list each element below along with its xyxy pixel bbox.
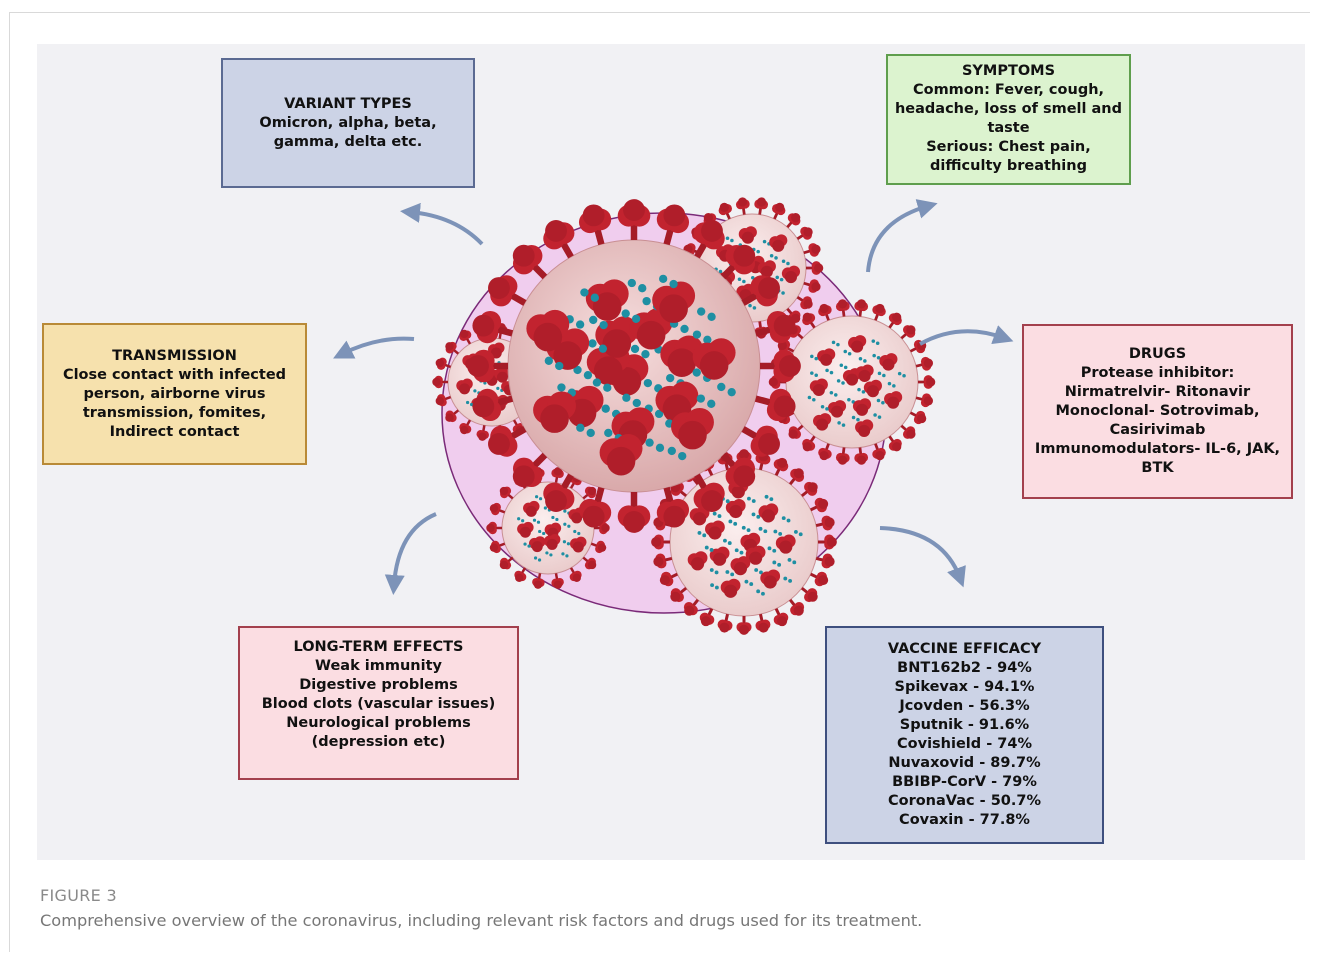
symptoms-title: SYMPTOMS [961, 62, 1056, 79]
symptoms-line: Serious: Chest pain, [926, 138, 1091, 155]
vaccine-efficacy-line: Spikevax - 94.1% [894, 679, 1035, 695]
vaccine-efficacy-line: BNT162b2 - 94% [897, 660, 1032, 676]
long-term-effects-line: (depression etc) [311, 734, 446, 750]
vaccine-efficacy-title: VACCINE EFFICACY [887, 641, 1042, 657]
transmission-line: transmission, fomites, [82, 404, 267, 421]
long-term-effects-title: LONG-TERM EFFECTS [293, 639, 464, 655]
vaccine-efficacy-line: Nuvaxovid - 89.7% [888, 755, 1041, 771]
figure-label: FIGURE 3 [40, 886, 117, 905]
arrow-to-symptoms [866, 199, 938, 273]
figure-frame-top [9, 12, 1310, 13]
arrow-to-drugs [919, 325, 1014, 346]
main-virus [467, 199, 801, 533]
long-term-effects-line: Weak immunity [315, 658, 442, 674]
arrows-group [333, 199, 1014, 595]
transmission-title: TRANSMISSION [112, 347, 237, 364]
drugs-line: Nirmatrelvir- Ritonavir [1064, 384, 1251, 400]
long-term-effects-box: LONG-TERM EFFECTS Weak immunity Digestiv… [238, 626, 519, 780]
drugs-title: DRUGS [1128, 346, 1187, 362]
vaccine-efficacy-line: Jcovden - 56.3% [899, 698, 1030, 714]
drugs-line: Protease inhibitor: [1080, 365, 1235, 381]
vaccine-efficacy-line: Covaxin - 77.8% [899, 812, 1030, 828]
long-term-effects-line: Neurological problems [286, 715, 471, 731]
transmission-box: TRANSMISSION Close contact with infected… [42, 323, 307, 465]
vaccine-efficacy-line: CoronaVac - 50.7% [887, 793, 1042, 809]
variant-types-line: Omicron, alpha, beta, [259, 114, 437, 131]
virus-particles-group [432, 197, 936, 635]
arrow-to-long-term-effects [384, 512, 437, 595]
arrow-to-transmission [333, 336, 415, 359]
drugs-line: BTK [1141, 460, 1174, 476]
drugs-line: Casirivimab [1109, 422, 1206, 438]
vaccine-efficacy-box: VACCINE EFFICACY BNT162b2 - 94% Spikevax… [825, 626, 1104, 844]
arrow-to-vaccine-efficacy [879, 526, 966, 588]
symptoms-line: headache, loss of smell and [894, 100, 1123, 117]
arrow-to-variant-types [400, 202, 484, 246]
drugs-box: DRUGS Protease inhibitor: Nirmatrelvir- … [1022, 324, 1293, 499]
variant-types-title: VARIANT TYPES [284, 95, 412, 112]
symptoms-line: taste [987, 119, 1030, 136]
symptoms-box: SYMPTOMS Common: Fever, cough, headache,… [886, 54, 1131, 185]
small-virus-right [768, 299, 936, 465]
vaccine-efficacy-line: BBIBP-CorV - 79% [892, 774, 1037, 790]
figure-caption: Comprehensive overview of the coronaviru… [40, 911, 923, 930]
transmission-line: person, airborne virus [83, 385, 266, 402]
vaccine-efficacy-line: Sputnik - 91.6% [899, 717, 1030, 733]
variant-types-line: gamma, delta etc. [273, 133, 423, 150]
long-term-effects-line: Blood clots (vascular issues) [261, 696, 496, 712]
vaccine-efficacy-line: Covishield - 74% [897, 736, 1032, 752]
symptoms-line: Common: Fever, cough, [912, 81, 1105, 98]
transmission-line: Indirect contact [109, 423, 240, 440]
drugs-line: Immunomodulators- IL-6, JAK, [1034, 441, 1281, 457]
drugs-line: Monoclonal- Sotrovimab, [1055, 403, 1260, 419]
figure-frame-left [9, 12, 10, 952]
long-term-effects-line: Digestive problems [299, 677, 458, 693]
symptoms-line: difficulty breathing [930, 157, 1087, 174]
transmission-line: Close contact with infected [62, 366, 287, 383]
variant-types-box: VARIANT TYPES Omicron, alpha, beta, gamm… [221, 58, 475, 188]
